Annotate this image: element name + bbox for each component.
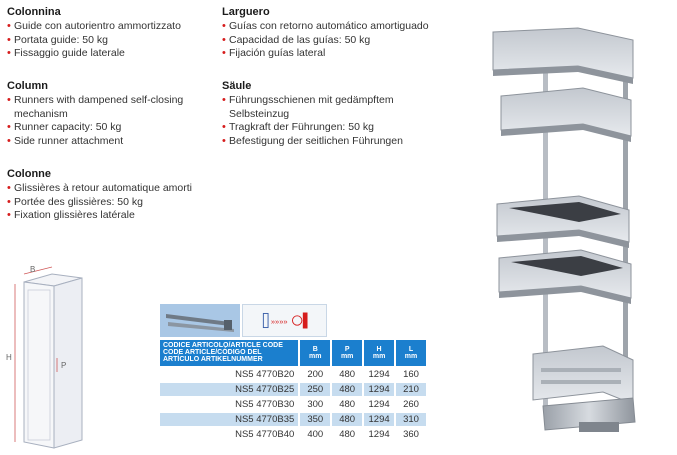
diagram-label-h: H <box>6 353 12 362</box>
feature-item: Runner capacity: 50 kg <box>7 121 207 135</box>
table-row: NS5 4770B25 250 480 1294 210 <box>160 382 426 396</box>
article-code: NS5 4770B20 <box>160 367 299 381</box>
cabinet-dimension-diagram: B H P <box>6 265 83 449</box>
self-closing-icon: »»»» <box>242 304 327 337</box>
section-title: Column <box>7 80 48 92</box>
feature-item: Capacidad de las guías: 50 kg <box>222 34 462 48</box>
cell-p: 480 <box>332 412 363 426</box>
section-column: Column Runners with dampened self-closin… <box>7 80 207 148</box>
cell-p: 480 <box>332 397 363 411</box>
cell-p: 480 <box>332 367 363 381</box>
cell-b: 300 <box>300 397 331 411</box>
feature-item: Runners with dampened self-closing mecha… <box>7 94 192 121</box>
code-header: CODICE ARTICOLO/ARTICLE CODE CODE ARTICL… <box>160 340 299 366</box>
section-saule: Säule Führungsschienen mit gedämpftem Se… <box>222 80 462 148</box>
feature-item: Fixation glissières latérale <box>7 209 217 223</box>
section-title: Colonne <box>7 168 51 180</box>
cell-h: 1294 <box>364 412 395 426</box>
runner-illustration: »»»» <box>158 304 426 338</box>
feature-item: Fissaggio guide laterale <box>7 47 217 61</box>
cell-p: 480 <box>332 382 363 396</box>
spec-table-block: »»»» CODICE ARTICOLO/ARTICLE CODE CODE A… <box>158 304 426 443</box>
feature-item: Befestigung der seitlichen Führungen <box>222 135 462 149</box>
section-colonnina: Colonnina Guide con autorientro ammortiz… <box>7 6 217 61</box>
cell-h: 1294 <box>364 367 395 381</box>
feature-item: Side runner attachment <box>7 135 207 149</box>
article-code: NS5 4770B25 <box>160 382 299 396</box>
feature-item: Portata guide: 50 kg <box>7 34 217 48</box>
cell-h: 1294 <box>364 397 395 411</box>
feature-item: Tragkraft der Führungen: 50 kg <box>222 121 462 135</box>
diagram-label-b: B <box>30 265 35 274</box>
cell-l: 360 <box>396 427 426 441</box>
cell-l: 260 <box>396 397 426 411</box>
cell-l: 310 <box>396 412 426 426</box>
article-code: NS5 4770B40 <box>160 427 299 441</box>
svg-text:»»»»: »»»» <box>271 317 288 326</box>
cell-l: 160 <box>396 367 426 381</box>
article-table: CODICE ARTICOLO/ARTICLE CODE CODE ARTICL… <box>158 338 428 443</box>
cell-p: 480 <box>332 427 363 441</box>
section-title: Säule <box>222 80 252 92</box>
feature-item: Guías con retorno automático amortiguado <box>222 20 462 34</box>
section-colonne: Colonne Glissières à retour automatique … <box>7 168 217 223</box>
feature-item: Fijación guías lateral <box>222 47 462 61</box>
cell-h: 1294 <box>364 427 395 441</box>
feature-item: Glissières à retour automatique amorti <box>7 182 217 196</box>
cell-b: 200 <box>300 367 331 381</box>
cell-b: 250 <box>300 382 331 396</box>
feature-item: Führungsschienen mit gedämpftem Selbstei… <box>222 94 402 121</box>
article-code: NS5 4770B30 <box>160 397 299 411</box>
table-row: NS5 4770B35 350 480 1294 310 <box>160 412 426 426</box>
cell-h: 1294 <box>364 382 395 396</box>
cell-b: 350 <box>300 412 331 426</box>
table-row: NS5 4770B30 300 480 1294 260 <box>160 397 426 411</box>
section-title: Larguero <box>222 6 270 18</box>
table-row: NS5 4770B40 400 480 1294 360 <box>160 427 426 441</box>
cell-b: 400 <box>300 427 331 441</box>
feature-item: Guide con autorientro ammortizzato <box>7 20 217 34</box>
cell-l: 210 <box>396 382 426 396</box>
feature-item: Portée des glissières: 50 kg <box>7 196 217 210</box>
article-code: NS5 4770B35 <box>160 412 299 426</box>
pullout-column-product-image <box>492 27 636 432</box>
table-row: NS5 4770B20 200 480 1294 160 <box>160 367 426 381</box>
runner-image <box>160 304 240 337</box>
section-larguero: Larguero Guías con retorno automático am… <box>222 6 462 61</box>
diagram-label-p: P <box>61 361 66 370</box>
section-title: Colonnina <box>7 6 61 18</box>
